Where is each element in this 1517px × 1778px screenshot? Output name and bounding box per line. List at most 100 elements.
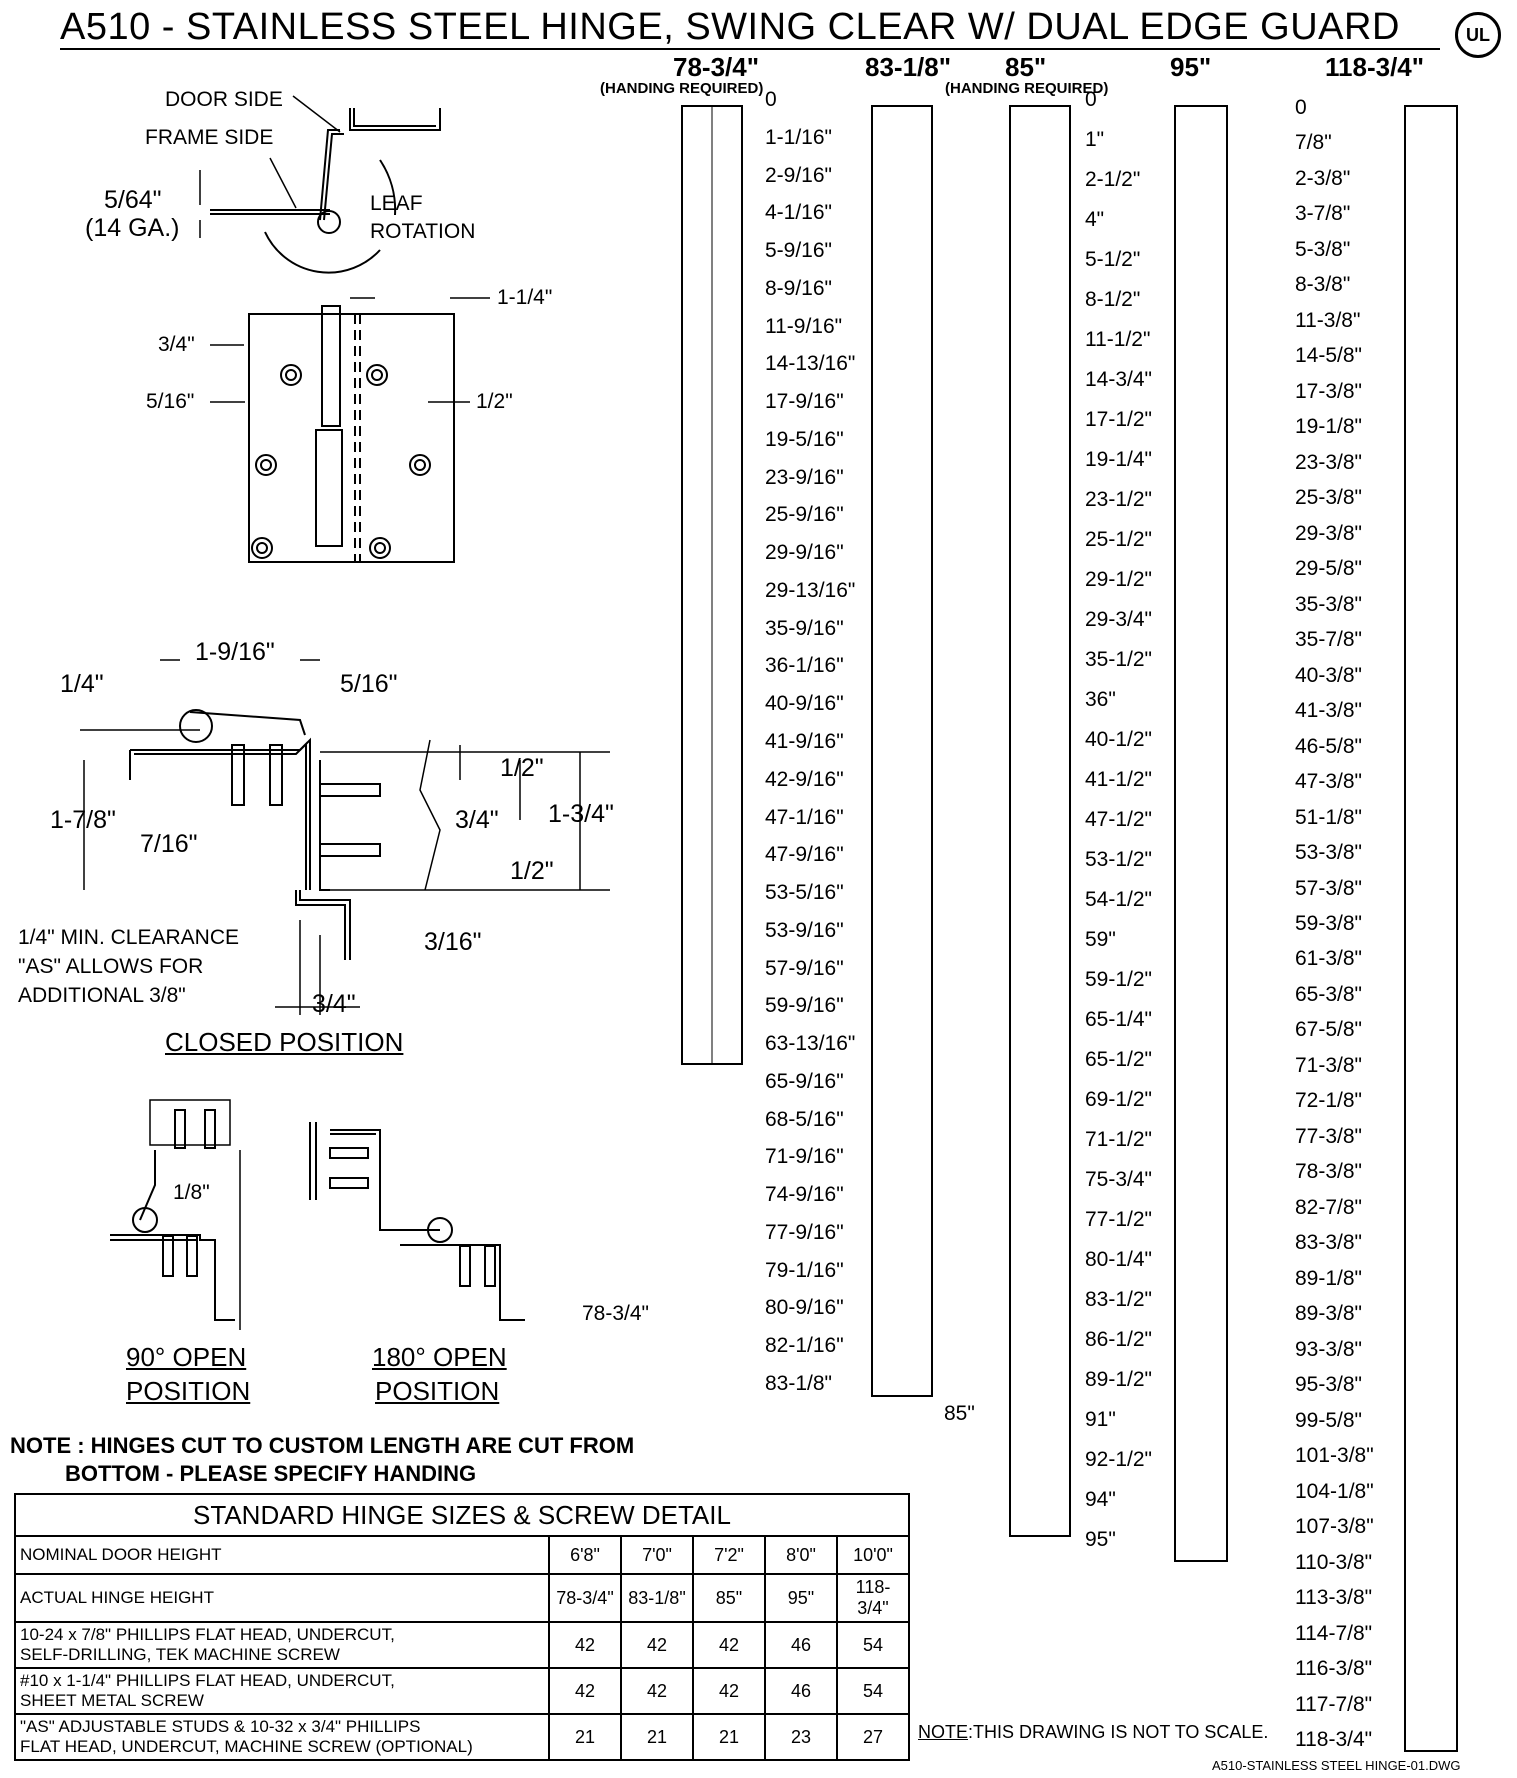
- table-cell: 83-1/8": [620, 1573, 694, 1623]
- rotation-label: ROTATION: [370, 220, 476, 243]
- hole-position-label: 29-5/8": [1295, 557, 1362, 581]
- hole-position-label: 47-1/2": [1085, 808, 1152, 831]
- hole-position-label: 113-3/8": [1295, 1586, 1373, 1610]
- hole-position-label: 65-9/16": [765, 1069, 844, 1093]
- closed-dim-e: 7/16": [140, 830, 198, 858]
- hole-position-label: 117-7/8": [1295, 1692, 1373, 1716]
- row-label: "AS" ADJUSTABLE STUDS & 10-32 x 3/4" PHI…: [14, 1713, 550, 1761]
- hole-position-label: 0: [1085, 88, 1097, 111]
- hole-position-label: 65-1/4": [1085, 1008, 1152, 1031]
- hole-position-label: 72-1/8": [1295, 1089, 1362, 1113]
- hole-position-label: 82-7/8": [1295, 1195, 1362, 1219]
- hinge-strip-95: [1174, 105, 1228, 1562]
- hole-position-label: 23-9/16": [765, 465, 844, 489]
- hole-position-label: 5-9/16": [765, 239, 832, 263]
- hole-position-label: 2-9/16": [765, 163, 832, 187]
- hole-position-label: 8-1/2": [1085, 288, 1141, 311]
- hole-position-label: 11-3/8": [1295, 308, 1361, 332]
- hole-position-label: 29-13/16": [765, 578, 856, 602]
- hole-position-label: 71-1/2": [1085, 1128, 1152, 1151]
- gap-label: 1/8": [173, 1181, 210, 1204]
- dim-3-4: 3/4": [158, 333, 195, 356]
- thickness-label: 5/64": [104, 186, 162, 214]
- hole-position-label: 89-1/2": [1085, 1368, 1152, 1391]
- table-cell: 118-3/4": [836, 1573, 910, 1623]
- hole-position-label: 14-3/4": [1085, 368, 1152, 391]
- table-cell: 95": [764, 1573, 838, 1623]
- closed-dim-b: 1/4": [60, 670, 104, 698]
- table-cell: 23: [764, 1713, 838, 1761]
- hinge-strip-78: [681, 105, 743, 1065]
- hole-position-label: 86-1/2": [1085, 1328, 1152, 1351]
- strip-end-78: 78-3/4": [582, 1302, 649, 1325]
- hole-position-label: 8-3/8": [1295, 273, 1351, 297]
- table-cell: 42: [692, 1667, 766, 1715]
- table-cell: 10'0": [836, 1535, 910, 1575]
- hole-position-label: 46-5/8": [1295, 734, 1362, 758]
- hole-position-label: 29-9/16": [765, 541, 844, 565]
- table-cell: 42: [548, 1621, 622, 1669]
- hole-position-label: 61-3/8": [1295, 947, 1362, 971]
- hole-position-label: 53-3/8": [1295, 841, 1362, 865]
- row-label: #10 x 1-1/4" PHILLIPS FLAT HEAD, UNDERCU…: [14, 1667, 550, 1715]
- ul-listed-icon: UL: [1455, 12, 1501, 58]
- table-cell: 8'0": [764, 1535, 838, 1575]
- table-cell: 6'8": [548, 1535, 622, 1575]
- dim-1-1-4: 1-1/4": [497, 286, 553, 309]
- hole-position-label: 92-1/2": [1085, 1448, 1152, 1471]
- hole-position-label: 53-1/2": [1085, 848, 1152, 871]
- hole-position-label: 54-1/2": [1085, 888, 1152, 911]
- hole-position-label: 91": [1085, 1408, 1116, 1431]
- custom-length-note: NOTE : HINGES CUT TO CUSTOM LENGTH ARE C…: [10, 1433, 635, 1486]
- hole-position-label: 29-3/4": [1085, 608, 1152, 631]
- hole-position-label: 35-1/2": [1085, 648, 1152, 671]
- hinge-strip-118: [1404, 105, 1458, 1752]
- hole-position-label: 74-9/16": [765, 1183, 844, 1207]
- hole-position-label: 69-1/2": [1085, 1088, 1152, 1111]
- open-90-detail: [110, 1099, 241, 1330]
- hole-position-label: 4": [1085, 208, 1105, 231]
- edge-profile-detail: [199, 95, 441, 274]
- closed-position-caption: CLOSED POSITION: [165, 1027, 404, 1057]
- hole-position-label: 65-1/2": [1085, 1048, 1152, 1071]
- hole-position-label: 101-3/8": [1295, 1444, 1374, 1468]
- hole-position-label: 89-3/8": [1295, 1302, 1362, 1326]
- hole-position-label: 89-1/8": [1295, 1266, 1362, 1290]
- hole-position-label: 95": [1085, 1528, 1116, 1551]
- hole-position-label: 53-9/16": [765, 918, 844, 942]
- hole-position-label: 36-1/16": [765, 654, 844, 678]
- hole-position-label: 71-3/8": [1295, 1053, 1362, 1077]
- hole-position-label: 29-3/8": [1295, 521, 1362, 545]
- clearance-label-3: ADDITIONAL 3/8": [18, 984, 186, 1007]
- hole-position-label: 4-1/16": [765, 201, 832, 225]
- clearance-label-1: 1/4" MIN. CLEARANCE: [18, 926, 240, 949]
- hole-position-label: 95-3/8": [1295, 1373, 1362, 1397]
- closed-dim-c: 5/16": [340, 670, 398, 698]
- hole-position-label: 5-1/2": [1085, 248, 1141, 271]
- hole-position-label: 41-9/16": [765, 730, 844, 753]
- hole-position-label: 78-3/8": [1295, 1160, 1362, 1184]
- table-row: #10 x 1-1/4" PHILLIPS FLAT HEAD, UNDERCU…: [14, 1667, 910, 1715]
- hole-position-label: 47-9/16": [765, 843, 844, 867]
- closed-dim-a: 1-9/16": [195, 638, 275, 666]
- column-head-118: 118-3/4": [1325, 52, 1425, 82]
- hole-position-label: 114-7/8": [1295, 1621, 1373, 1645]
- hole-position-label: 19-1/4": [1085, 448, 1152, 471]
- hole-position-label: 17-1/2": [1085, 408, 1152, 431]
- dim-5-16: 5/16": [146, 390, 195, 413]
- column-head-83: 83-1/8": [865, 52, 952, 82]
- closed-dim-h: 1-3/4": [548, 800, 614, 828]
- hole-position-label: 77-3/8": [1295, 1124, 1362, 1148]
- hole-position-label: 8-9/16": [765, 276, 832, 300]
- hole-position-label: 57-3/8": [1295, 876, 1362, 900]
- hole-position-label: 41-3/8": [1295, 699, 1362, 723]
- row-label: NOMINAL DOOR HEIGHT: [14, 1535, 550, 1575]
- hinge-strip-85: [1009, 105, 1071, 1537]
- title-underline: [60, 48, 1440, 50]
- table-cell: 42: [692, 1621, 766, 1669]
- hole-position-label: 63-13/16": [765, 1032, 856, 1056]
- hole-position-label: 107-3/8": [1295, 1515, 1374, 1539]
- drawing-id: A510-STAINLESS STEEL HINGE-01.DWG: [1212, 1758, 1461, 1773]
- hole-position-label: 53-5/16": [765, 881, 844, 905]
- table-cell: 21: [548, 1713, 622, 1761]
